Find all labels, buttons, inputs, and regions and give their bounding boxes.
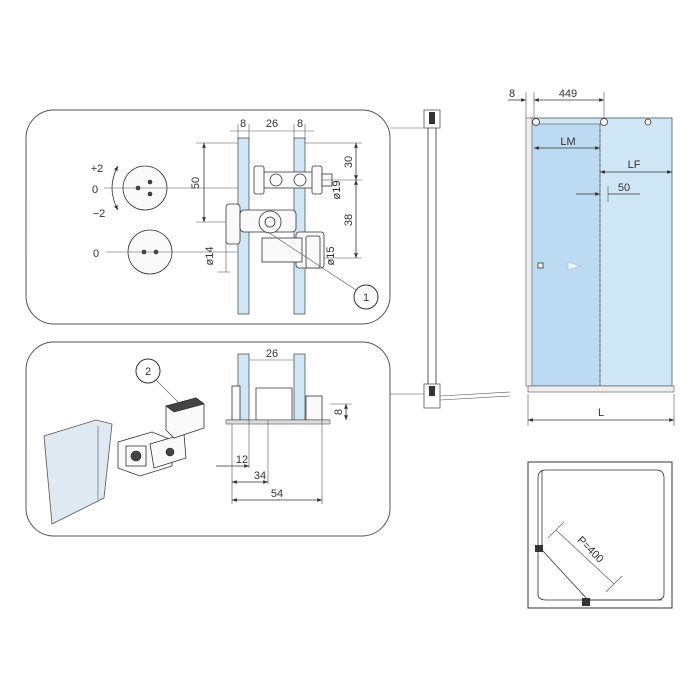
dim-height-38: 38	[343, 214, 355, 226]
dim-gap-left: 8	[240, 118, 246, 130]
door-side-profile	[390, 109, 511, 409]
elev-dim-8: 8	[509, 88, 515, 100]
dim-diameter-19: ø19	[331, 181, 343, 200]
dim-height-50: 50	[190, 177, 202, 189]
callout-2-label: 2	[145, 366, 151, 378]
elev-dim-lm: LM	[560, 136, 575, 148]
slide-direction-arrow-icon	[567, 261, 581, 271]
bottom-detail-panel: 2 26 8 12 34 54	[25, 341, 391, 537]
dim-height-right-group: 30 38	[305, 142, 362, 259]
section-dim-8: 8	[333, 409, 345, 415]
adjust-minus: −2	[93, 208, 106, 220]
adjust-plus: +2	[91, 163, 104, 175]
adjust-zero-top: 0	[92, 184, 98, 196]
elev-dim-l: L	[598, 407, 604, 419]
plan-hinge-left-icon	[535, 545, 543, 552]
callout-1: 1	[267, 231, 379, 310]
plan-view: P=400	[527, 461, 673, 609]
section-dim-34: 34	[254, 470, 266, 482]
plan-hinge-bottom-icon	[582, 598, 590, 606]
top-detail-panel: 8 26 8 50	[25, 109, 391, 325]
dim-diameter-15: ø15	[325, 247, 337, 266]
adjust-zero-bottom: 0	[93, 248, 99, 260]
floor-guide-clamp	[117, 397, 205, 477]
dim-gap-right: 8	[297, 118, 303, 130]
dim-diameter-14: ø14	[204, 247, 216, 266]
door-elevation-view: 8 449 LM LF 50 L	[508, 88, 675, 426]
section-width-dims: 12 34 54	[216, 420, 323, 504]
elev-dim-lf: LF	[628, 159, 641, 171]
glass-panel-sketch	[43, 419, 113, 525]
section-glass-right	[293, 353, 306, 421]
section-guide-profile: 8	[225, 385, 352, 425]
callout-1-label: 1	[363, 292, 369, 304]
eccentric-adjuster-bottom: 0	[93, 229, 238, 275]
top-dimension-chain: 8 26 8	[230, 118, 314, 140]
eccentric-adjuster-top: +2 0 −2	[91, 163, 238, 220]
section-dim-26: 26	[266, 348, 278, 360]
section-dim-12: 12	[236, 454, 248, 466]
dim-height-30: 30	[343, 156, 355, 168]
dim-gap-mid: 26	[266, 118, 278, 130]
elev-dim-50: 50	[618, 182, 630, 194]
elev-dim-449: 449	[559, 88, 577, 100]
dim-height-50-group: 50	[190, 142, 238, 223]
elevation-glass-sliding	[529, 123, 601, 387]
section-dim-54: 54	[271, 488, 283, 500]
callout-2: 2	[135, 358, 181, 405]
